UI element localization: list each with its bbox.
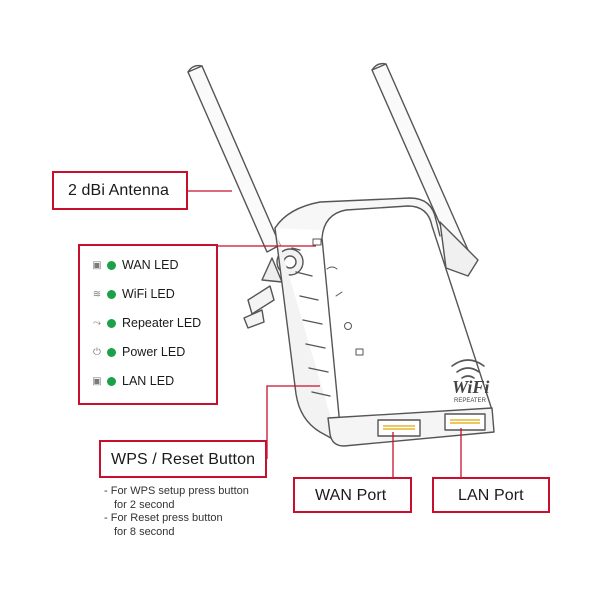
wps-note-line: for 8 second xyxy=(114,525,175,538)
power-icon: ⏻ xyxy=(93,346,101,358)
wps-note-line: - For Reset press button xyxy=(104,512,223,524)
wps-reset-callout: WPS / Reset Button xyxy=(99,440,267,478)
wps-note-line: for 2 second xyxy=(114,498,175,511)
device-logo-brand: WiFi xyxy=(452,377,489,397)
led-row-repeater: ⤳ Repeater LED xyxy=(80,314,201,332)
wps-instructions: - For WPS setup press button for 2 secon… xyxy=(104,485,249,539)
led-label: Power LED xyxy=(122,345,186,359)
led-callout: ▣ WAN LED ≋ WiFi LED ⤳ Repeater LED ⏻ Po… xyxy=(78,244,218,405)
wps-leader xyxy=(266,385,320,459)
led-label: WiFi LED xyxy=(122,287,175,301)
antenna-callout: 2 dBi Antenna xyxy=(52,171,188,210)
led-row-wifi: ≋ WiFi LED xyxy=(80,285,175,303)
led-indicator xyxy=(107,289,116,299)
wan-port-label: WAN Port xyxy=(315,487,387,504)
led-indicator xyxy=(107,347,116,357)
led-label: Repeater LED xyxy=(122,316,202,330)
led-indicator xyxy=(107,260,116,270)
led-indicator xyxy=(107,318,116,328)
device-logo-sub: REPEATER xyxy=(454,398,487,404)
led-row-lan: ▣ LAN LED xyxy=(80,372,174,390)
wps-reset-label: WPS / Reset Button xyxy=(111,451,256,468)
lan-port-label: LAN Port xyxy=(458,487,524,504)
antenna-label: 2 dBi Antenna xyxy=(68,182,169,199)
wan-icon: ▣ xyxy=(92,259,102,271)
repeater-icon: ⤳ xyxy=(93,317,101,329)
left-antenna xyxy=(187,64,304,283)
lan-port-callout: LAN Port xyxy=(432,477,550,513)
led-row-power: ⏻ Power LED xyxy=(80,343,185,361)
wps-note-line: - For WPS setup press button xyxy=(104,485,249,497)
led-label: LAN LED xyxy=(122,374,175,388)
led-indicator xyxy=(107,376,116,386)
lan-icon: ▣ xyxy=(92,375,102,387)
wifi-icon: ≋ xyxy=(92,288,102,300)
right-antenna xyxy=(371,62,479,277)
led-label: WAN LED xyxy=(122,258,179,272)
wan-port-callout: WAN Port xyxy=(293,477,412,513)
led-row-wan: ▣ WAN LED xyxy=(80,256,179,274)
